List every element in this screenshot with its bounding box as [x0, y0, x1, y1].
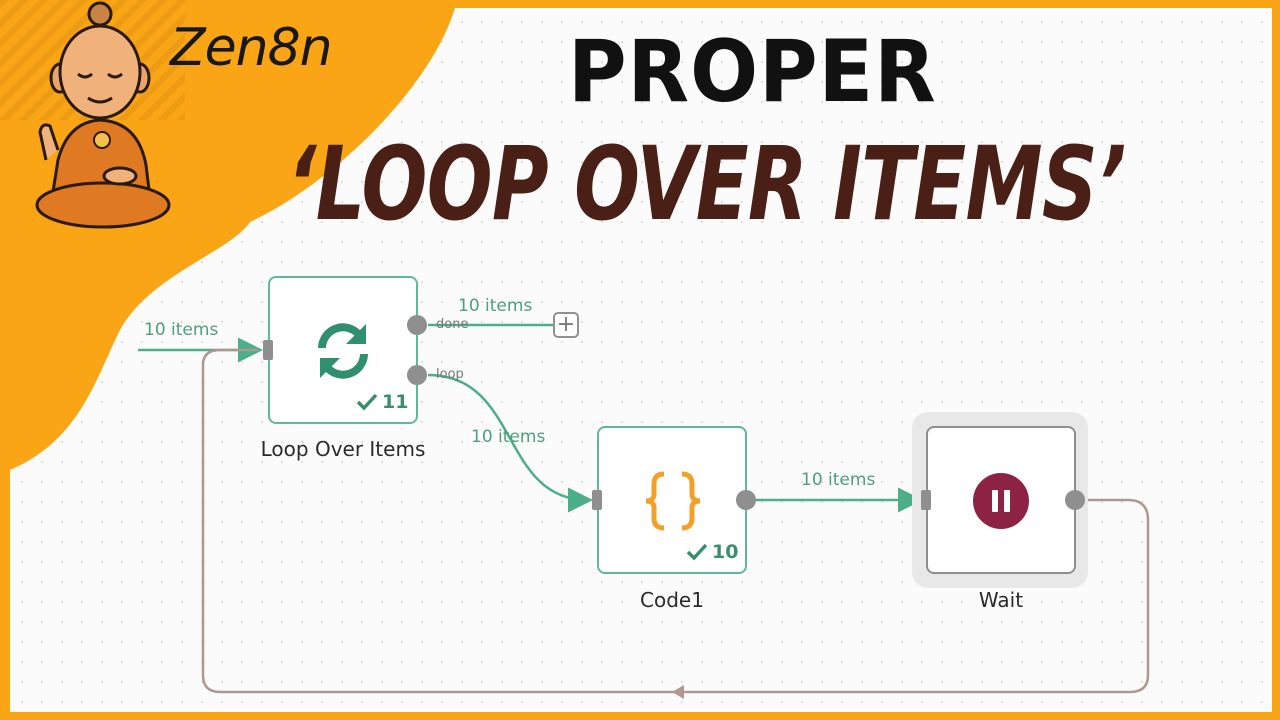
- edge-label-loop: 10 items: [471, 427, 546, 447]
- check-icon: [686, 543, 708, 561]
- loop-input-port[interactable]: [263, 340, 273, 360]
- check-icon: [356, 393, 378, 411]
- wait-input-port[interactable]: [921, 490, 931, 510]
- done-port-label: done: [436, 317, 469, 332]
- code1-run-count: 10: [712, 541, 739, 563]
- edge-label-code1-wait: 10 items: [801, 470, 876, 490]
- curly-braces-icon: [645, 471, 701, 531]
- loop-over-items-node[interactable]: [268, 276, 418, 424]
- edge-label-input: 10 items: [144, 320, 219, 340]
- sync-arrows-icon: [318, 323, 368, 379]
- edge-label-done: 10 items: [458, 296, 533, 316]
- edge-loop-to-code1: [427, 373, 593, 513]
- monk-mascot-icon: [35, 1, 171, 229]
- loop-loop-output-port[interactable]: [407, 365, 427, 385]
- wait-label: Wait: [978, 588, 1024, 612]
- code1-output-port[interactable]: [736, 490, 756, 510]
- loop-port-label: loop: [436, 367, 464, 382]
- plus-icon: +: [556, 312, 576, 337]
- brand-name: Zen8n: [170, 18, 333, 78]
- loopback-arrow-icon: [672, 685, 684, 699]
- loop-run-count: 11: [382, 391, 409, 413]
- code1-input-port[interactable]: [592, 490, 602, 510]
- title-line-1: PROPER: [568, 22, 937, 122]
- loop-over-items-label: Loop Over Items: [260, 437, 426, 461]
- title-line-2: ‘LOOP OVER ITEMS’: [287, 125, 1126, 244]
- add-node-button[interactable]: +: [553, 312, 579, 338]
- loop-done-output-port[interactable]: [407, 315, 427, 335]
- pause-icon: [973, 473, 1029, 529]
- code1-label: Code1: [640, 588, 704, 612]
- wait-output-port[interactable]: [1065, 490, 1085, 510]
